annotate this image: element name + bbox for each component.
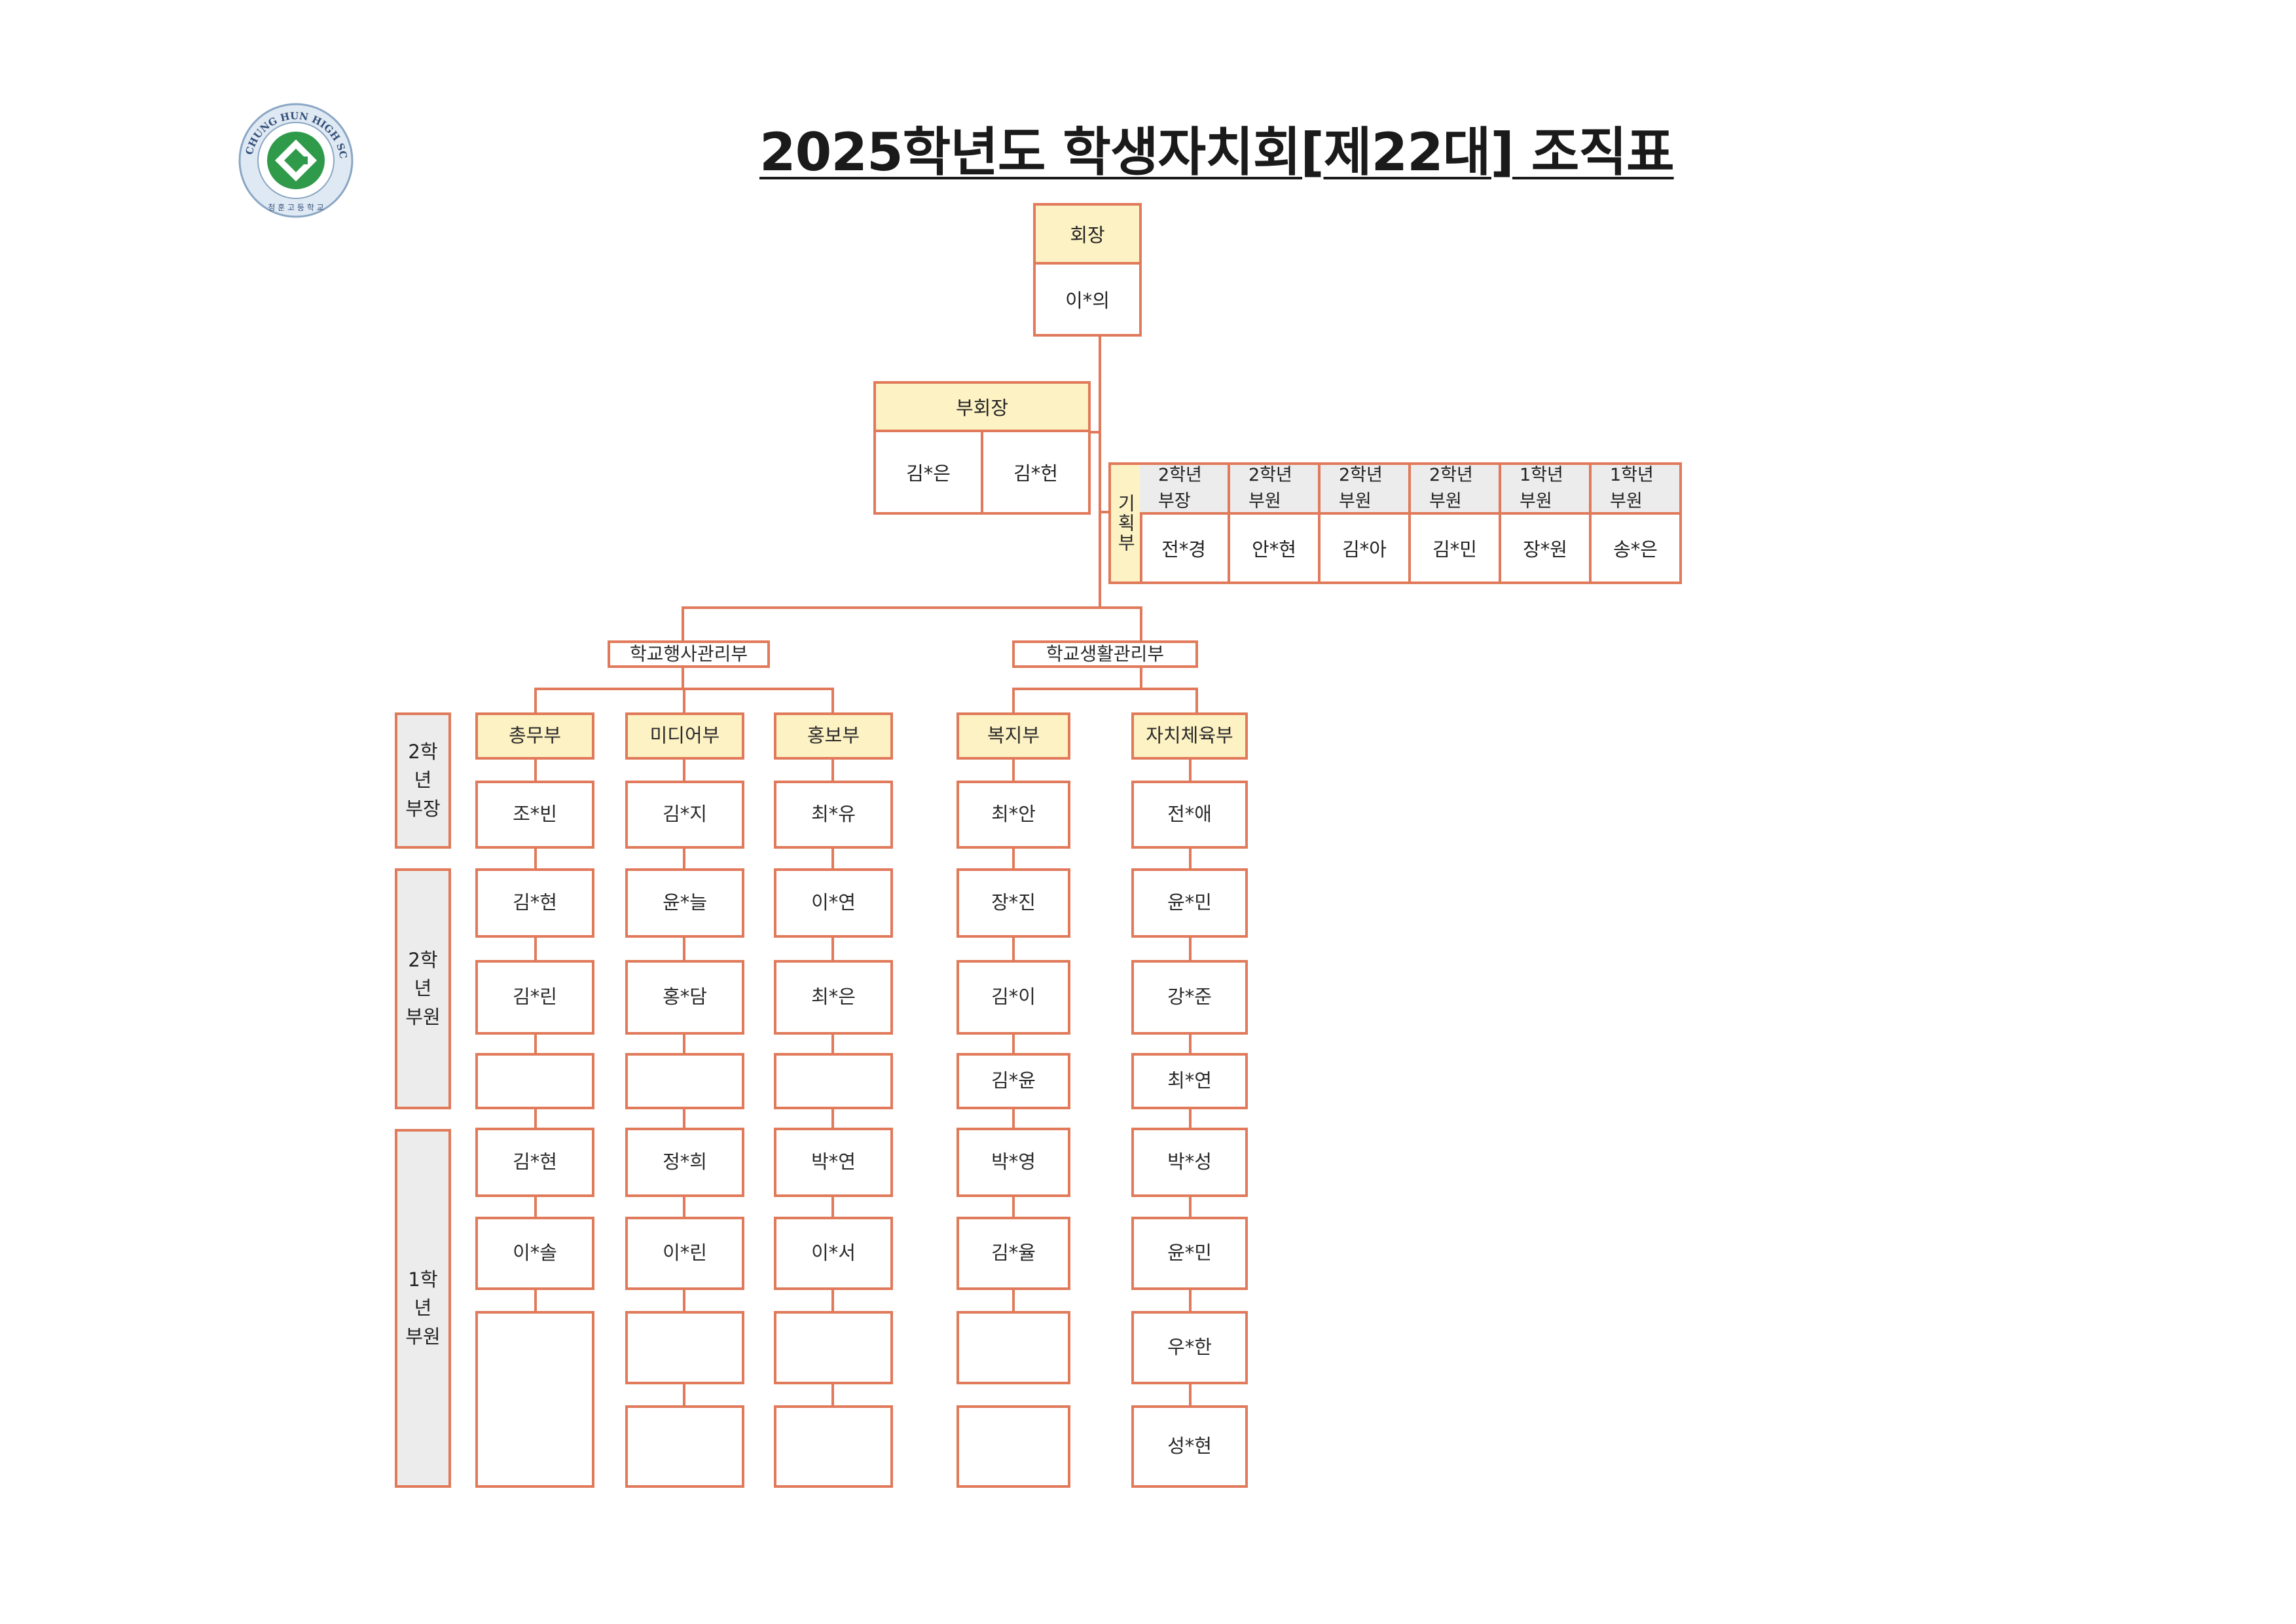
member-cell: 김*현 <box>475 1128 594 1197</box>
member-cell <box>774 1311 893 1384</box>
planning-col: 2학년 부원 안*현 <box>1230 465 1321 581</box>
dept-header: 자치체육부 <box>1131 712 1248 760</box>
planning-col-header: 2학년 부원 <box>1411 465 1499 515</box>
dept-header: 총무부 <box>475 712 594 760</box>
member-cell: 김*윤 <box>957 1053 1070 1109</box>
member-cell: 김*현 <box>475 868 594 938</box>
member-cell: 이*린 <box>625 1217 744 1290</box>
planning-col-header: 2학년 부장 <box>1140 465 1228 515</box>
school-logo: CHUNG HUN HIGH SCHOOL 청 훈 고 등 학 교 <box>237 101 354 218</box>
member-cell: 김*율 <box>957 1217 1070 1290</box>
row-label-grade1: 1학년 부원 <box>395 1129 451 1488</box>
member-cell <box>625 1405 744 1488</box>
member-cell: 최*안 <box>957 781 1070 849</box>
member-cell: 이*연 <box>774 868 893 938</box>
member-cell: 전*애 <box>1131 781 1248 849</box>
member-cell: 홍*담 <box>625 960 744 1035</box>
member-cell: 강*준 <box>1131 960 1248 1035</box>
member-cell: 정*희 <box>625 1128 744 1197</box>
row-label-leader: 2학년 부장 <box>395 712 451 849</box>
member-cell <box>625 1053 744 1109</box>
dept-header: 미디어부 <box>625 712 744 760</box>
member-cell <box>774 1405 893 1488</box>
member-cell: 최*연 <box>1131 1053 1248 1109</box>
planning-col-header: 2학년 부원 <box>1230 465 1318 515</box>
member-cell: 김*이 <box>957 960 1070 1035</box>
division-event: 학교행사관리부 <box>608 640 770 668</box>
planning-col: 2학년 부장 전*경 <box>1140 465 1230 581</box>
planning-col: 1학년 부원 송*은 <box>1592 465 1679 581</box>
division-life: 학교생활관리부 <box>1012 640 1198 668</box>
planning-col-name: 김*아 <box>1342 538 1387 561</box>
planning-col-header: 1학년 부원 <box>1501 465 1589 515</box>
member-cell: 우*한 <box>1131 1311 1248 1384</box>
planning-col-name: 송*은 <box>1613 538 1658 561</box>
vice-president-name: 김*헌 <box>1013 462 1058 485</box>
president-label: 회장 <box>1036 206 1139 265</box>
member-cell: 박*성 <box>1131 1128 1248 1197</box>
planning-col: 1학년 부원 장*원 <box>1501 465 1592 581</box>
row-label-grade2: 2학년 부원 <box>395 868 451 1109</box>
planning-col-header: 2학년 부원 <box>1321 465 1408 515</box>
member-cell <box>957 1311 1070 1384</box>
planning-dept-table: 2학년 부장 전*경 2학년 부원 안*현 2학년 부원 김*아 2학년 부원 … <box>1140 462 1682 584</box>
member-cell: 최*유 <box>774 781 893 849</box>
member-cell: 최*은 <box>774 960 893 1035</box>
member-cell <box>957 1405 1070 1488</box>
planning-col: 2학년 부원 김*아 <box>1321 465 1411 581</box>
planning-col-name: 장*원 <box>1523 538 1567 561</box>
svg-text:청 훈 고 등 학 교: 청 훈 고 등 학 교 <box>268 203 323 212</box>
member-cell <box>475 1053 594 1109</box>
member-cell <box>774 1053 893 1109</box>
member-cell: 이*서 <box>774 1217 893 1290</box>
vice-president-name: 김*은 <box>876 432 983 512</box>
member-cell: 윤*늘 <box>625 868 744 938</box>
president-name: 이*의 <box>1065 289 1110 312</box>
member-cell: 장*진 <box>957 868 1070 938</box>
member-cell <box>625 1311 744 1384</box>
member-cell: 조*빈 <box>475 781 594 849</box>
dept-header: 홍보부 <box>774 712 893 760</box>
planning-dept-label: 기획부 <box>1108 462 1142 584</box>
planning-col-name: 안*현 <box>1252 538 1296 561</box>
planning-col-name: 전*경 <box>1161 538 1206 561</box>
member-cell: 박*영 <box>957 1128 1070 1197</box>
member-cell: 윤*민 <box>1131 868 1248 938</box>
vice-president-label: 부회장 <box>876 384 1088 432</box>
member-cell: 이*솔 <box>475 1217 594 1290</box>
member-cell: 성*현 <box>1131 1405 1248 1488</box>
president-box: 회장 이*의 <box>1033 203 1142 337</box>
page-title: 2025학년도 학생자치회[제22대] 조직표 <box>759 122 1675 183</box>
planning-col-name: 김*민 <box>1432 538 1477 561</box>
member-cell: 윤*민 <box>1131 1217 1248 1290</box>
planning-col-header: 1학년 부원 <box>1592 465 1679 515</box>
member-cell: 김*지 <box>625 781 744 849</box>
member-cell: 김*린 <box>475 960 594 1035</box>
member-cell <box>475 1311 594 1488</box>
planning-col: 2학년 부원 김*민 <box>1411 465 1501 581</box>
vice-president-box: 부회장 김*은 김*헌 <box>873 381 1091 515</box>
member-cell: 박*연 <box>774 1128 893 1197</box>
dept-header: 복지부 <box>957 712 1070 760</box>
